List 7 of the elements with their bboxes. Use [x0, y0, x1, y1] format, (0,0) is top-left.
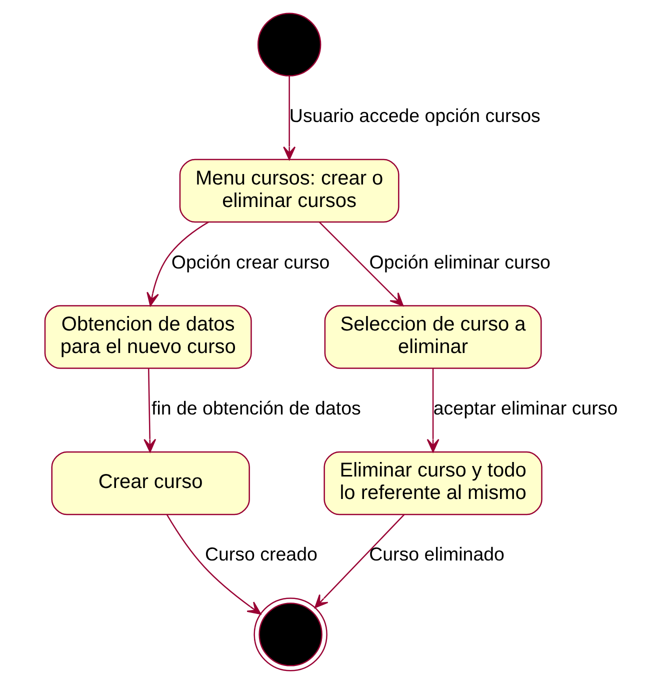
edge-label: Opción crear curso [171, 251, 330, 272]
edge-label: Curso eliminado [369, 544, 504, 565]
edge-label: aceptar eliminar curso [433, 397, 618, 418]
edge-label: Usuario accede opción cursos [289, 105, 540, 126]
edge-label: fin de obtención de datos [152, 397, 361, 418]
edge-label: Curso creado [204, 544, 318, 565]
edge-label: Opción eliminar curso [369, 251, 550, 272]
